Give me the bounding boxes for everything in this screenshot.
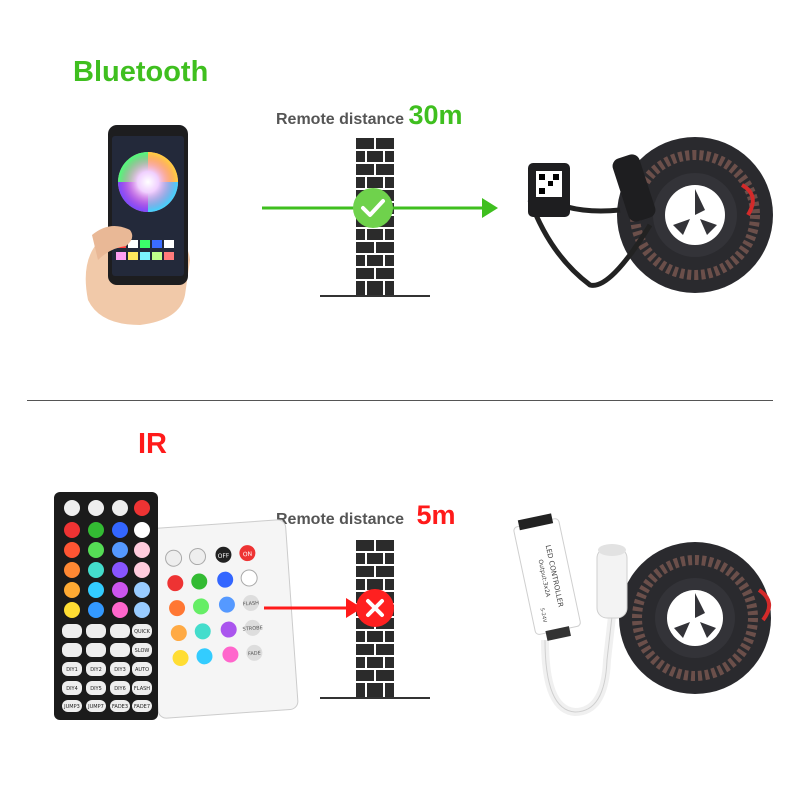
bluetooth-led-strip-kit bbox=[527, 137, 773, 293]
remote-diy6: DIY6 bbox=[114, 686, 126, 692]
remote-label-flash: FLASH bbox=[134, 686, 150, 692]
ir-distance-label: Remote distance bbox=[276, 511, 405, 528]
bluetooth-title: Bluetooth bbox=[73, 56, 209, 88]
section-divider bbox=[27, 400, 773, 401]
remote-diy5: DIY5 bbox=[90, 686, 102, 692]
bt-distance: Remote distance 30m bbox=[276, 100, 463, 131]
blocked-x-icon bbox=[356, 589, 394, 627]
remote-label-auto: AUTO bbox=[135, 667, 149, 673]
remote-fade7: FADE7 bbox=[134, 704, 150, 710]
ir-distance: Remote distance 5m bbox=[276, 500, 456, 531]
small-remote-label-2: STROBE bbox=[242, 625, 263, 632]
small-remote-on: ON bbox=[243, 551, 253, 559]
small-remote-label-1: FLASH bbox=[243, 600, 260, 607]
remote-fade3: FADE3 bbox=[112, 704, 128, 710]
remote-jump3: JUMP3 bbox=[63, 704, 80, 710]
remote-diy1: DIY1 bbox=[66, 667, 78, 673]
check-icon bbox=[353, 188, 393, 228]
remote-label-slow: SLOW bbox=[135, 648, 150, 654]
ir-controller-voltage: 5-24V bbox=[539, 607, 548, 623]
remote-diy3: DIY3 bbox=[114, 667, 126, 673]
phone-in-hand-image bbox=[85, 125, 190, 325]
remote-label-quick: QUICK bbox=[134, 629, 151, 635]
bt-distance-label: Remote distance bbox=[276, 111, 405, 128]
ir-title: IR bbox=[138, 428, 167, 460]
small-remote-label-3: FADE bbox=[248, 650, 261, 657]
ir-remotes-image: OFF ON FLASH STROBE FADE QUICK SLOW DIY1… bbox=[54, 492, 299, 720]
ir-led-strip-kit: LED CONTROLLER Output:3x2A 5-24V bbox=[513, 513, 771, 717]
remote-diy4: DIY4 bbox=[66, 686, 78, 692]
remote-jump7: JUMP7 bbox=[87, 704, 104, 710]
ir-signal-arrow bbox=[264, 598, 362, 618]
small-remote-off: OFF bbox=[218, 552, 231, 560]
remote-diy2: DIY2 bbox=[90, 667, 102, 673]
ir-distance-value: 5m bbox=[416, 500, 456, 530]
bt-distance-value: 30m bbox=[408, 100, 463, 130]
